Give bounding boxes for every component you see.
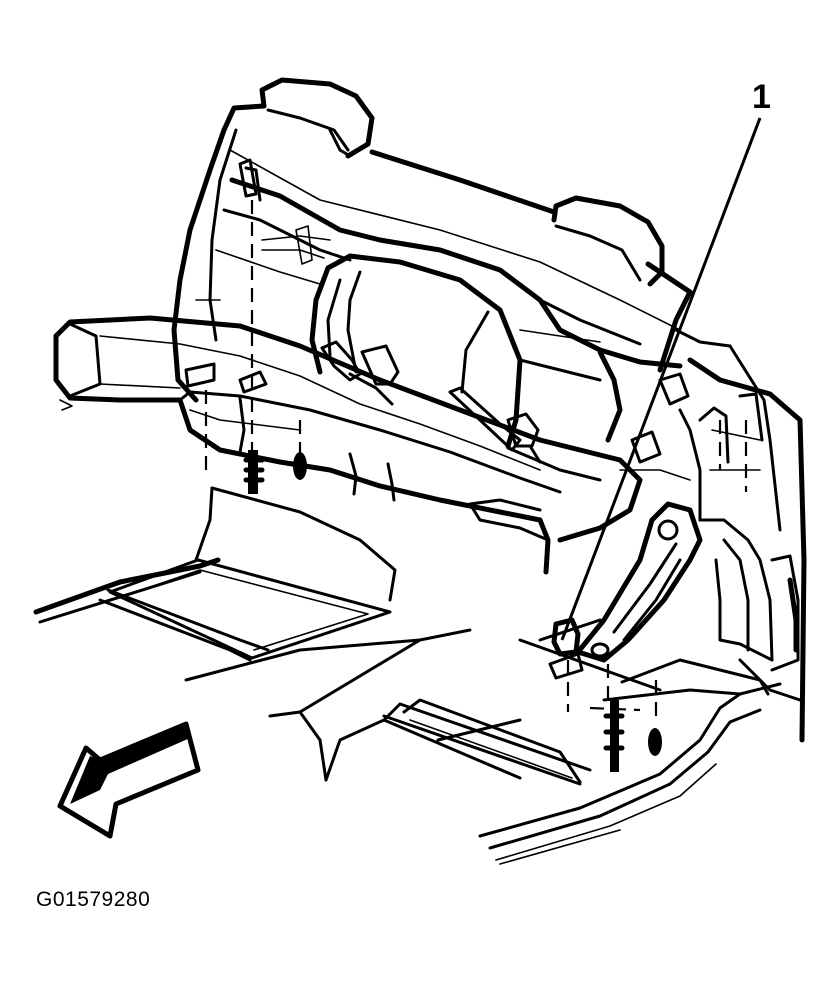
bolt-icon [610,700,619,772]
bolt-icon [648,728,662,756]
callout-number-label: 1 [752,78,771,116]
rear-cab-wall [619,328,807,743]
floor-pan [33,486,782,865]
figure-code-label: G01579280 [36,888,151,911]
seat-back [171,77,693,482]
bolt-icon [293,452,307,480]
nut-icon [551,617,581,657]
seat-cushion [53,315,643,575]
right-seat-bracket [548,501,703,772]
left-mounting-bolts [184,200,307,494]
callout-leader-line [560,117,762,641]
front-direction-arrow-icon [57,721,201,839]
